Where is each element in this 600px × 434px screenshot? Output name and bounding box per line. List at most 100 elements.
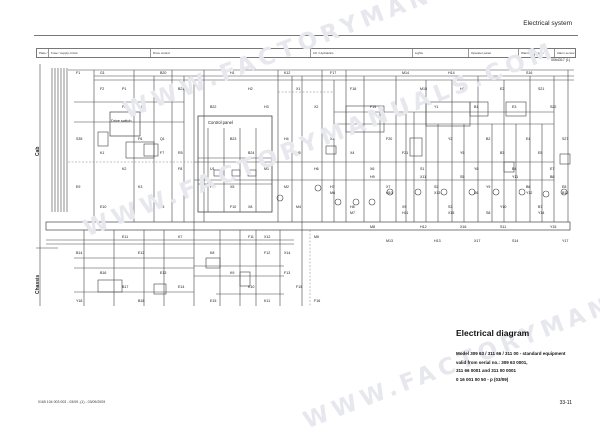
wiring-schematic: Cab Chassis Drive switch Control panel F… — [35, 64, 574, 306]
component-label: M1 — [264, 167, 269, 171]
component-label: H8 — [350, 205, 355, 209]
caption-body: Model 309 63 / 311 66 / 311 00 - standar… — [456, 350, 566, 384]
component-label: K9 — [230, 271, 234, 275]
component-label: H6 — [314, 167, 319, 171]
component-label: F19 — [370, 105, 376, 109]
component-label: F20 — [386, 137, 392, 141]
component-label: M2 — [284, 185, 289, 189]
component-label: B8 — [550, 175, 554, 179]
component-label: E11 — [122, 235, 128, 239]
component-label: K7 — [178, 235, 182, 239]
component-label: F15 — [296, 285, 302, 289]
component-label: B16 — [100, 271, 106, 275]
component-label: S27 — [562, 137, 568, 141]
strip-cell: Fuse / supply circuit — [49, 49, 151, 57]
component-label: F1 — [76, 71, 80, 75]
component-label: F21 — [402, 151, 408, 155]
component-label: B7 — [538, 205, 542, 209]
component-label: B6 — [526, 185, 530, 189]
component-label: K10 — [248, 285, 254, 289]
component-label: M4 — [296, 205, 301, 209]
component-label: M14 — [402, 71, 409, 75]
component-label: H1 — [230, 71, 235, 75]
component-label: F6 — [138, 137, 142, 141]
component-label: Y17 — [562, 239, 568, 243]
component-label: H14 — [448, 71, 455, 75]
component-label: F2 — [100, 87, 104, 91]
box-label-drive-switch: Drive switch — [111, 119, 131, 123]
strip-cell: Lift / Hydraulics — [311, 49, 413, 57]
component-label: H13 — [434, 239, 441, 243]
component-label: X5 — [230, 185, 234, 189]
caption-line: Model 309 63 / 311 66 / 311 00 - standar… — [456, 351, 566, 356]
function-strip: Plate / card Fuse / supply circuit Drive… — [36, 48, 576, 58]
component-label: F5 — [122, 105, 126, 109]
component-label: K5 — [160, 205, 164, 209]
component-label: Y12 — [526, 191, 532, 195]
component-label: S1 — [420, 167, 424, 171]
component-label: K12 — [284, 71, 290, 75]
caption-line: valid from serial no.: 309 63 0001, — [456, 359, 528, 365]
component-label: F18 — [350, 87, 356, 91]
component-label: Y5 — [460, 151, 464, 155]
component-label: U1 — [210, 167, 215, 171]
component-label: B22 — [210, 105, 216, 109]
component-label: F8 — [178, 167, 182, 171]
component-label: B2 — [486, 137, 490, 141]
component-label: Y10 — [500, 205, 506, 209]
component-label: F7 — [160, 151, 164, 155]
component-label: K11 — [264, 299, 270, 303]
component-label: M15 — [420, 87, 427, 91]
component-label: F13 — [284, 271, 290, 275]
component-label: S2 — [434, 185, 438, 189]
strip-cell: Drive control — [151, 49, 311, 57]
component-label: S11 — [500, 225, 506, 229]
component-label: X4 — [350, 151, 354, 155]
component-label: R5 — [178, 151, 183, 155]
component-label: Y1 — [434, 105, 438, 109]
component-label: G1 — [100, 71, 105, 75]
component-label: K3 — [138, 185, 142, 189]
strip-cell: Lights — [413, 49, 469, 57]
component-label: X1 — [296, 87, 300, 91]
component-label: X8 — [248, 205, 252, 209]
component-label: Y18 — [76, 299, 82, 303]
component-label: X15 — [448, 211, 454, 215]
component-label: M7 — [350, 211, 355, 215]
component-label: B21 — [178, 87, 184, 91]
caption-line: 311 66 0001 and 311 00 0001 — [456, 368, 517, 373]
component-label: F12 — [264, 251, 270, 255]
caption-title: Electrical diagram — [456, 328, 530, 338]
component-label: M6 — [330, 191, 335, 195]
component-label: Y2 — [448, 137, 452, 141]
component-label: H9 — [370, 175, 375, 179]
component-label: S14 — [512, 239, 518, 243]
strip-cell: Plate / card — [39, 49, 49, 57]
component-label: Y9 — [486, 185, 490, 189]
component-label: H11 — [402, 211, 408, 215]
component-label: H5 — [296, 151, 301, 155]
component-label: H10 — [386, 191, 393, 195]
diagram-reference-code: 0064317 (1) — [551, 58, 570, 62]
component-label: S16 — [526, 71, 532, 75]
component-label: H12 — [420, 225, 427, 229]
component-label: X11 — [420, 175, 426, 179]
component-label: F17 — [330, 71, 336, 75]
component-label: X16 — [460, 225, 466, 229]
component-label: H3 — [264, 105, 269, 109]
component-label: X6 — [370, 167, 374, 171]
component-label: Y8 — [474, 167, 478, 171]
component-label: H2 — [248, 87, 253, 91]
component-label: K1 — [100, 151, 104, 155]
strip-cell: Operator panel — [469, 49, 519, 57]
caption-line: 0 16 001 00 50 - p (03/09) — [456, 376, 509, 382]
component-label: B20 — [160, 71, 166, 75]
component-label: Q1 — [160, 137, 165, 141]
component-label: E10 — [100, 205, 106, 209]
component-label: B18 — [138, 299, 144, 303]
strip-cell: Alarm sensor — [557, 51, 575, 55]
page-header-title: Electrical system — [523, 20, 572, 27]
component-label: S21 — [538, 87, 544, 91]
component-label: M8 — [370, 225, 375, 229]
component-label: H4 — [284, 137, 289, 141]
